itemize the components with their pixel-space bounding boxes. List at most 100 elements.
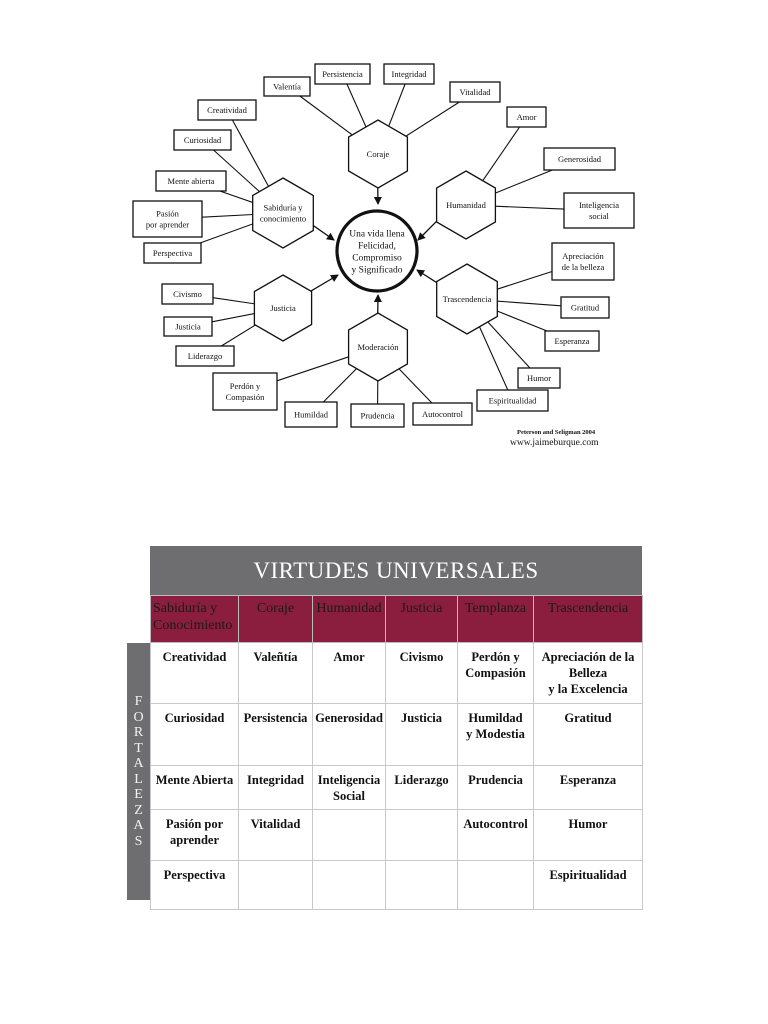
connector-integridad (387, 83, 406, 128)
strength-box-curiosidad (173, 129, 232, 151)
hexagon-moderacion (347, 312, 409, 382)
hexagon-trascendencia (436, 263, 498, 335)
cell-gratitud: Gratitud (533, 703, 643, 766)
cell-espiritualidad: Espiritualidad (533, 860, 643, 910)
strength-box-persistencia-label: Persistencia (322, 69, 363, 79)
strength-box-justicia (163, 316, 213, 337)
cell-amor: Amor (312, 642, 386, 704)
strength-box-vitalidad-label: Vitalidad (459, 87, 491, 97)
strength-box-humor (517, 367, 561, 389)
strength-box-gratitud-label-line: Gratitud (571, 303, 600, 313)
connector-amor (481, 126, 521, 182)
strength-box-gratitud-label: Gratitud (571, 303, 600, 313)
arrow-humanidad (417, 218, 440, 241)
strength-box-amor-label: Amor (517, 112, 537, 122)
strength-box-creatividad-label: Creatividad (207, 105, 247, 115)
strength-box-justicia-label-line: Justicia (175, 322, 201, 332)
connector-gratitud (496, 300, 562, 307)
connector-creatividad (231, 119, 270, 188)
strength-box-vitalidad (449, 81, 501, 103)
connector-inteligencia-social (494, 205, 565, 210)
connector-humildad (323, 367, 358, 403)
strength-box-vitalidad-label-line: Vitalidad (459, 87, 491, 97)
connector-valentia (299, 95, 356, 138)
side-label-letter: O (133, 709, 144, 725)
connector-apreciacion-de-la-belleza (495, 270, 553, 291)
strength-box-esperanza-label: Esperanza (555, 336, 590, 346)
strength-box-inteligencia-social-label-line: Inteligencia (579, 200, 619, 210)
strength-box-persistencia (314, 63, 371, 85)
strength-box-inteligencia-social (563, 192, 635, 229)
strength-box-integridad (383, 63, 435, 85)
strength-box-perdon-y-compasion (212, 372, 278, 411)
table-title: VIRTUDES UNIVERSALES (253, 557, 539, 583)
cell-integridad: Integridad (238, 765, 313, 810)
strength-box-humildad-label: Humildad (294, 410, 329, 420)
strength-box-amor-label-line: Amor (517, 112, 537, 122)
cell-perspectiva: Perspectiva (150, 860, 239, 910)
cell-civismo: Civismo (385, 642, 458, 704)
virtue-label-moderacion-line: Moderación (357, 342, 399, 352)
side-label-letter: L (134, 771, 143, 787)
strength-box-generosidad-label: Generosidad (558, 154, 602, 164)
strength-box-perdon-y-compasion-label-line: Perdón y (230, 381, 261, 391)
side-label-letter: F (134, 694, 143, 709)
connector-autocontrol (397, 367, 433, 404)
arrow-sabiduria (311, 224, 335, 241)
connector-humor (486, 320, 531, 369)
cell-empty (457, 860, 534, 910)
header-sabiduria-y-conocimiento: Sabiduría y Conocimiento (150, 595, 239, 643)
center-label-line: Una vida llena (349, 229, 405, 239)
side-label-letter: Z (134, 802, 143, 818)
virtue-label-moderacion: Moderación (357, 342, 399, 352)
strength-box-mente-abierta (155, 170, 227, 192)
strength-box-humor-label-line: Humor (527, 373, 551, 383)
connector-curiosidad (213, 149, 262, 194)
strength-box-valentia-label-line: Valentía (273, 82, 301, 92)
strength-box-valentia-label: Valentía (273, 82, 301, 92)
hexagon-coraje (347, 119, 409, 189)
header-justicia: Justicia (385, 595, 458, 643)
strength-box-civismo-label: Civismo (173, 289, 202, 299)
virtue-label-coraje: Coraje (367, 149, 390, 159)
strength-box-espiritualidad (476, 389, 549, 412)
website-text: www.jaimeburque.com (510, 438, 599, 448)
strength-box-integridad-label: Integridad (392, 69, 428, 79)
strength-box-apreciacion-de-la-belleza (551, 242, 615, 281)
side-label-letter: S (134, 833, 143, 849)
virtue-label-sabiduria-line: Sabiduría y (264, 203, 304, 213)
strength-box-perdon-y-compasion-label-line: Compasión (226, 392, 265, 402)
cell-curiosidad: Curiosidad (150, 703, 239, 766)
credit-text: Peterson and Seligman 2004 (517, 429, 596, 436)
side-label-letter: E (134, 787, 143, 802)
strength-box-valentia (263, 76, 311, 97)
connector-liderazgo (221, 322, 260, 347)
strength-box-civismo-label-line: Civismo (173, 289, 202, 299)
strength-box-pasion-por-aprender-label-line: por aprender (146, 220, 189, 230)
cell-creatividad: Creatividad (150, 642, 239, 704)
strength-box-pasion-por-aprender-label-line: Pasión (156, 209, 179, 219)
strength-box-autocontrol (412, 402, 473, 426)
virtue-label-humanidad-line: Humanidad (446, 200, 486, 210)
virtue-label-coraje-line: Coraje (367, 149, 390, 159)
strength-box-prudencia-label: Prudencia (361, 411, 395, 421)
center-label-line: y Significado (352, 264, 403, 275)
strength-box-creatividad (197, 99, 257, 121)
cell-humor: Humor (533, 809, 643, 861)
strength-box-autocontrol-label-line: Autocontrol (422, 409, 464, 419)
strength-box-apreciacion-de-la-belleza-label-line: de la belleza (562, 262, 605, 272)
strength-box-pasion-por-aprender (132, 200, 203, 238)
hexagon-justicia (253, 274, 313, 342)
strength-box-humildad (284, 401, 338, 428)
connector-generosidad (492, 169, 553, 195)
table-title-bar: VIRTUDES UNIVERSALES (150, 546, 642, 595)
